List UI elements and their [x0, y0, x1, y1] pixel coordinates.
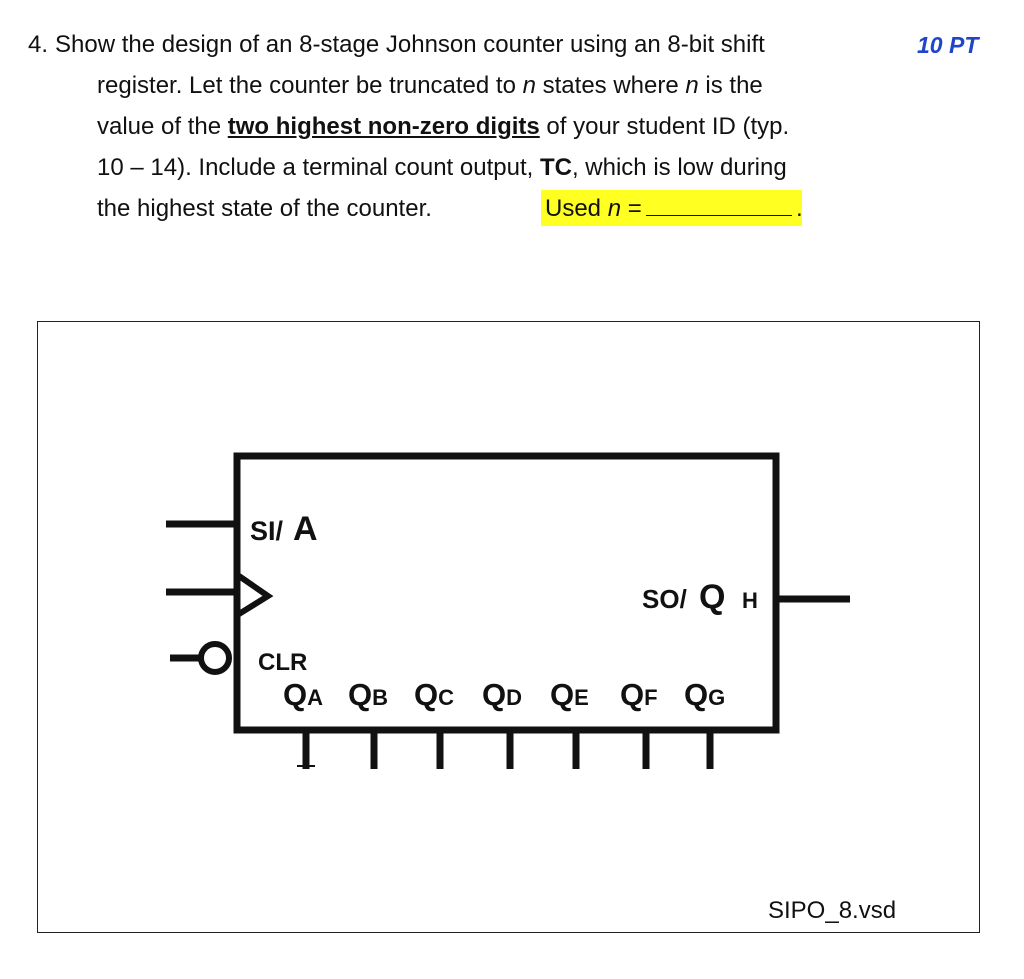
- output-subscript: F: [644, 685, 657, 710]
- output-q-letter: Q: [283, 677, 307, 712]
- points-label: 10 PT: [917, 32, 979, 58]
- output-q-letter: Q: [414, 677, 438, 712]
- output-label-qc: QC: [414, 677, 454, 712]
- so-label: SO/: [642, 584, 687, 614]
- text-span: , which is low during: [571, 154, 787, 181]
- var-n: n: [522, 72, 536, 99]
- output-q-letter: Q: [348, 677, 372, 712]
- text-span: value of the: [97, 113, 228, 140]
- output-q-letter: Q: [482, 677, 506, 712]
- text-span: states where: [535, 72, 686, 99]
- clr-inversion-bubble-icon: [198, 641, 232, 675]
- figure-frame: [37, 321, 980, 933]
- question-line-4: 10 – 14). Include a terminal count outpu…: [97, 153, 787, 183]
- text-span: register. Let the counter be truncated t…: [97, 72, 523, 99]
- output-subscript: C: [438, 685, 454, 710]
- diagram-filename: SIPO_8.vsd: [768, 897, 897, 924]
- question-line-2: register. Let the counter be truncated t…: [97, 71, 763, 101]
- output-label-qe: QE: [550, 677, 589, 712]
- question-line-3: value of the two highest non-zero digits…: [97, 112, 789, 142]
- clock-triangle-icon: [237, 573, 274, 617]
- tc-label: TC: [539, 154, 572, 181]
- q-label: Q: [699, 578, 725, 616]
- emphasis-text: two highest non-zero digits: [227, 113, 540, 140]
- answer-prefix: Used: [545, 195, 608, 222]
- question-number: 4.: [28, 31, 49, 58]
- text-span: of your student ID (typ.: [539, 113, 790, 140]
- output-subscript: A: [307, 685, 323, 710]
- output-q-letter: Q: [620, 677, 644, 712]
- answer-var: n: [607, 195, 622, 222]
- text-span: 10 – 14). Include a terminal count outpu…: [97, 154, 540, 181]
- h-label: H: [742, 588, 758, 613]
- si-label: SI/: [250, 516, 284, 546]
- output-label-qf: QF: [620, 677, 658, 712]
- output-q-letter: Q: [684, 677, 708, 712]
- clr-label: CLR: [258, 649, 307, 676]
- answer-eq: =: [621, 195, 642, 222]
- text-span: is the: [698, 72, 763, 99]
- output-q-letter: Q: [550, 677, 574, 712]
- answer-period: .: [796, 195, 803, 222]
- answer-blank[interactable]: [645, 190, 792, 216]
- question-line-5: the highest state of the counter.: [97, 195, 432, 222]
- output-subscript: G: [708, 685, 725, 710]
- output-label-qd: QD: [482, 677, 522, 712]
- output-subscript: D: [506, 685, 522, 710]
- output-label-qg: QG: [684, 677, 725, 712]
- var-n: n: [685, 72, 699, 99]
- output-label-qa: QA: [283, 677, 323, 712]
- output-label-qb: QB: [348, 677, 388, 712]
- a-label: A: [293, 510, 318, 548]
- output-subscript: E: [574, 685, 589, 710]
- output-subscript: B: [372, 685, 388, 710]
- answer-highlight: Used n =: [541, 190, 802, 226]
- question-line-1: Show the design of an 8-stage Johnson co…: [55, 31, 765, 58]
